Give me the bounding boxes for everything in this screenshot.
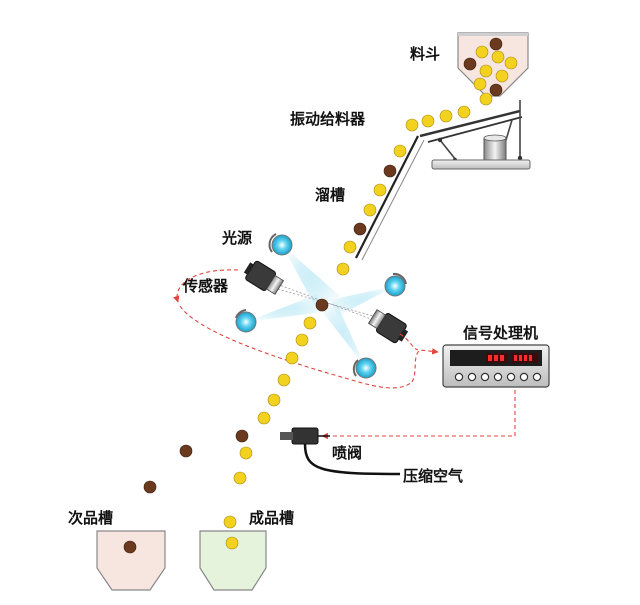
processor-label: 信号处理机 [463, 324, 538, 342]
feeder-label: 振动给料器 [290, 110, 366, 128]
valve-signal-line [321, 390, 516, 440]
compressed-air-label: 压缩空气 [403, 467, 463, 485]
sensor-label: 传感器 [182, 277, 229, 295]
light-emitter-icon [268, 233, 293, 256]
valve-label: 喷阀 [332, 444, 362, 462]
air-nozzle-icon [280, 427, 330, 445]
hopper-label: 料斗 [410, 45, 440, 63]
hopper-contents [463, 37, 518, 106]
accept-bin-label: 成品槽 [249, 509, 294, 527]
camera-sensor-icon [243, 260, 285, 295]
reject-bin [96, 530, 166, 591]
light-emitter-icon [384, 272, 407, 297]
items-in-inspection-zone [295, 262, 350, 347]
control-box-icon [442, 344, 550, 388]
light-emitter-icon [235, 309, 257, 333]
sensor-signal-loop [172, 269, 439, 389]
accepted-stream [223, 351, 299, 529]
light-emitter-icon [352, 357, 377, 379]
accept-bin [199, 530, 267, 591]
camera-sensor-icon [367, 309, 409, 344]
light-beams [246, 245, 395, 368]
reject-bin-label: 次品槽 [68, 509, 113, 527]
items-on-feeder-and-chute [343, 105, 471, 254]
chute [355, 135, 425, 261]
air-hose [303, 443, 401, 476]
chute-label: 溜槽 [315, 186, 345, 204]
vibratory-feeder [419, 100, 531, 170]
light-source-label: 光源 [221, 229, 252, 247]
rejected-stream [143, 429, 249, 494]
